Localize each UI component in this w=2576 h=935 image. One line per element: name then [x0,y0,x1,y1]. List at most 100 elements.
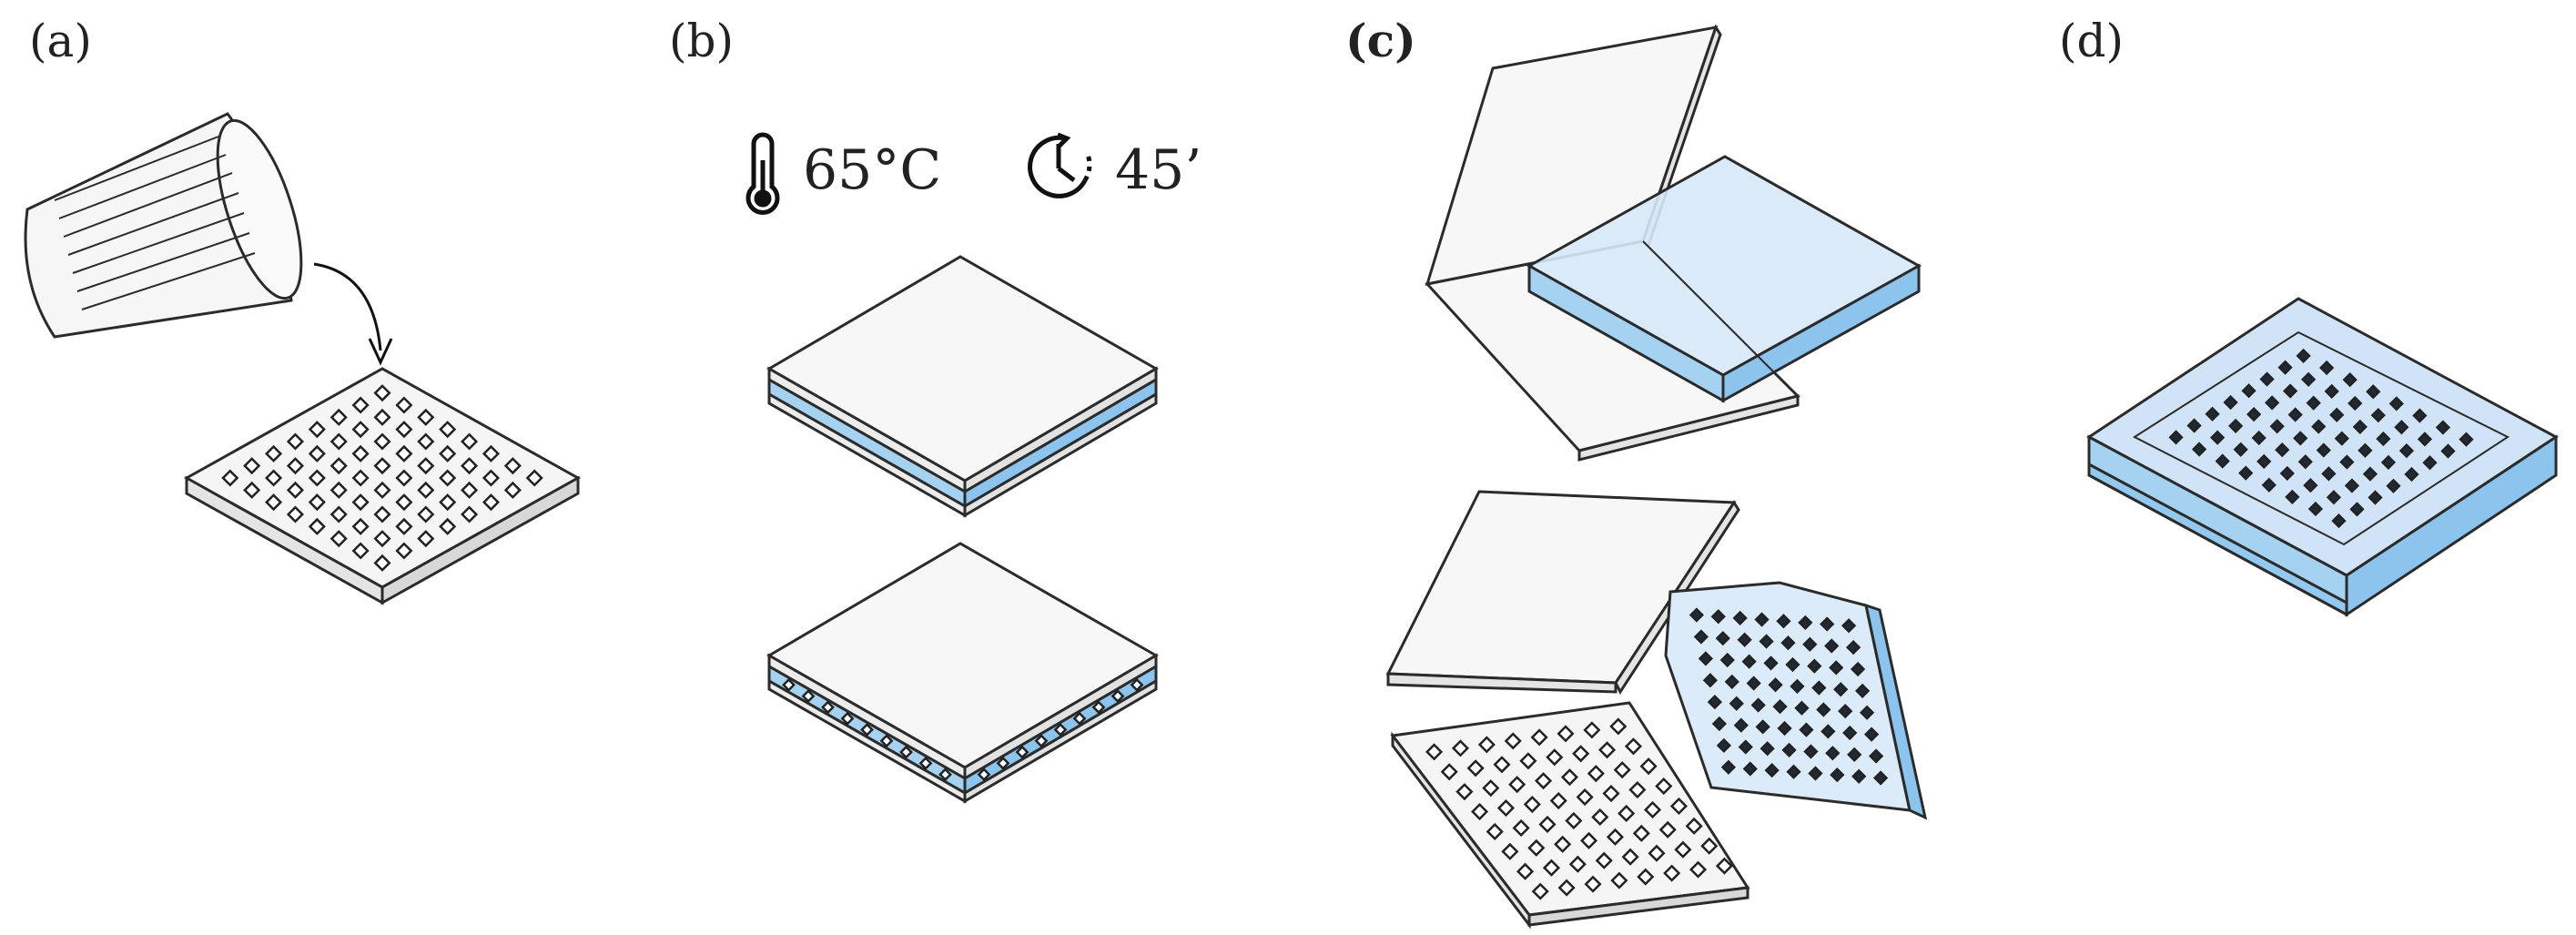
stud [2269,419,2285,434]
stud [395,421,413,439]
sandwich-bottom-b [766,542,1159,804]
stud [1720,759,1737,775]
stud [1842,725,1858,741]
stud [1710,609,1726,625]
stud [1595,851,1613,869]
stud [286,432,304,451]
stud [1111,689,1125,704]
stud [2331,513,2347,529]
stud [1535,772,1553,790]
stud [373,457,391,475]
stud [308,493,326,512]
blue-mold-sheet-c [1664,581,1928,820]
stud [2257,453,2272,470]
stud [503,481,522,499]
stud [2233,442,2248,457]
stud [2417,432,2433,447]
stud [1807,658,1822,674]
stud [2209,430,2226,445]
stud [2324,383,2339,400]
stud [395,517,413,535]
stud [1583,721,1601,739]
stud [1802,636,1818,652]
stud [1820,724,1836,739]
stud [1845,639,1861,656]
stud [2261,477,2277,493]
stud [1829,660,1844,676]
stud [482,493,500,512]
peeling-sheets-c [1425,24,1922,462]
stud [417,481,435,499]
panel-b: (b) 65°C 45’ [669,15,1202,804]
stud [243,457,261,475]
stud [2241,383,2257,399]
stud [330,457,348,475]
stud [1863,727,1880,742]
stud [1799,722,1814,737]
stud [1557,879,1576,897]
stud [1572,745,1590,763]
stud [2386,478,2401,493]
stud [1466,759,1485,777]
stud [2275,442,2290,458]
stud [2303,477,2318,493]
stud [1072,711,1087,726]
stud [2306,395,2321,411]
stud [2388,396,2404,412]
stud [461,432,479,451]
stud [2412,408,2428,423]
stud [1732,610,1748,626]
stud [1847,747,1862,763]
stud [373,432,391,451]
stud [1755,719,1770,735]
stud [1576,788,1594,807]
stud [2459,432,2474,447]
panel-d: (d) [2059,15,2559,617]
stud [1648,844,1666,862]
stud [1824,638,1840,654]
stud [482,444,500,462]
stud [1560,768,1578,787]
stud [1504,732,1522,750]
stud [1808,766,1823,781]
stud [308,469,326,487]
stud [1587,765,1605,783]
stud [373,384,391,402]
timer-icon [1028,132,1092,198]
stud [1516,862,1535,880]
stud [2186,418,2202,433]
stud [1451,739,1469,757]
stud [821,700,835,715]
stud [1825,746,1841,761]
stud [395,542,413,560]
stud [503,457,522,475]
stud [2287,407,2303,422]
stud [1455,783,1474,801]
stud [1554,835,1572,853]
stud [1854,683,1871,699]
stud [1584,875,1602,893]
stud [977,767,991,782]
stud [1610,871,1628,889]
sandwich-top-b [766,255,1159,518]
stud [2191,442,2207,457]
stud [2326,490,2342,505]
stud [1531,882,1549,900]
stud [1477,736,1496,754]
stud [1523,796,1541,814]
stud [1719,652,1735,668]
assembled-block-d [2086,297,2559,617]
panel-a: (a) [24,15,582,605]
stud [2259,371,2275,387]
stud [373,554,391,572]
stud [1780,635,1796,651]
stud [351,444,370,462]
stud [1637,868,1655,886]
stud [1872,770,1889,786]
stud [2329,407,2345,422]
stud [461,505,479,523]
stud [1658,820,1677,838]
stud [395,493,413,512]
stud [2380,454,2397,471]
